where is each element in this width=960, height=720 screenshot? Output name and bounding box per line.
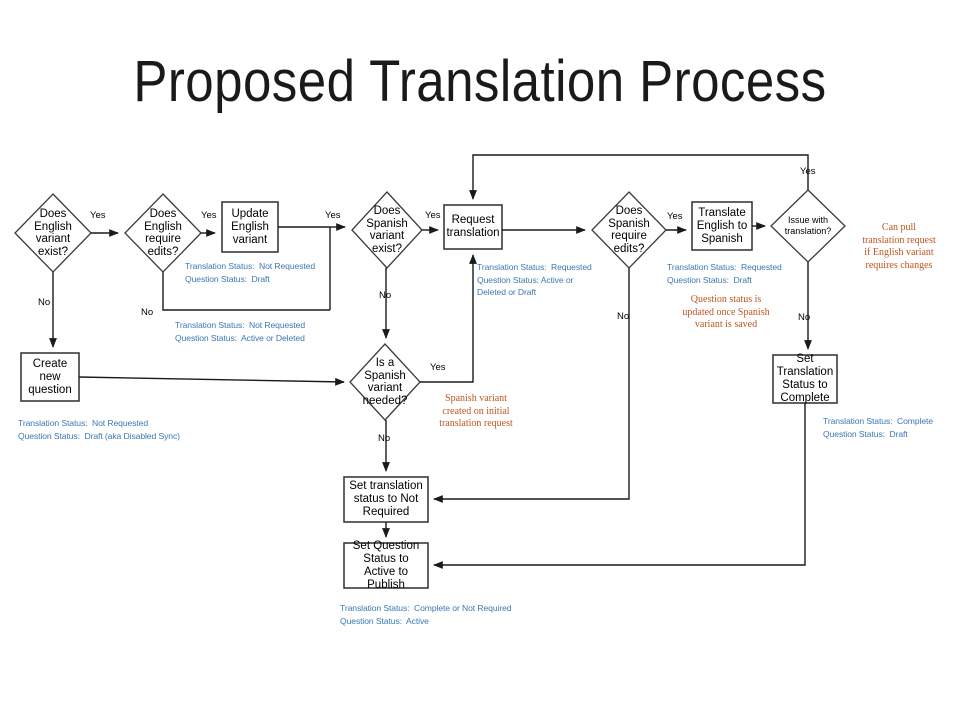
- edge-label-no-english-edits: No: [141, 307, 154, 318]
- node-does-spanish-require-edits[interactable]: [591, 191, 667, 269]
- node-set-translation-status-to-complete[interactable]: [772, 354, 838, 404]
- annotation-ann-english-no-edits: Translation Status: Not Requested Questi…: [175, 320, 306, 343]
- edge-spanish-edits-no: [433, 268, 630, 503]
- node-translate-english-to-spanish[interactable]: [691, 201, 753, 251]
- annotation-ann-translate-english: Translation Status: Requested Question S…: [667, 262, 782, 285]
- node-is-a-spanish-variant-needed[interactable]: [349, 343, 421, 421]
- edge-label-yes-issue-translation: Yes: [800, 166, 816, 177]
- edge-spanish-needed-yes: [420, 254, 477, 383]
- node-shapes: [14, 189, 846, 589]
- edge-label-yes-spanish-edits: Yes: [667, 211, 683, 222]
- node-request-translation[interactable]: [443, 204, 503, 250]
- edge-label-yes-spanish-needed: Yes: [430, 362, 446, 373]
- edge-label-no-spanish-edits: No: [617, 311, 630, 322]
- edge-label-no-spanish-exist: No: [379, 290, 392, 301]
- annotation-ann-request-translation: Translation Status: Requested Question S…: [477, 262, 592, 297]
- annotation-ann-can-pull-translation: Can pull translation request if English …: [862, 222, 936, 271]
- edge-label-no-english-exist: No: [38, 297, 51, 308]
- edge-label-yes-english-edits: Yes: [201, 210, 217, 221]
- node-set-translation-status-to-not-required[interactable]: [343, 476, 429, 523]
- node-issue-with-translation[interactable]: [770, 189, 846, 263]
- edge-label-yes-english-exist: Yes: [90, 210, 106, 221]
- annotation-ann-set-complete: Translation Status: Complete Question St…: [823, 416, 933, 439]
- annotation-ann-spanish-variant-created: Spanish variant created on initial trans…: [439, 393, 513, 429]
- edge-create-question-out: [78, 376, 345, 386]
- node-update-english-variant[interactable]: [221, 201, 279, 253]
- annotation-ann-create-new-question: Translation Status: Not Requested Questi…: [18, 418, 180, 441]
- edge-label-no-spanish-needed: No: [378, 433, 391, 444]
- annotation-ann-publish: Translation Status: Complete or Not Requ…: [340, 603, 512, 626]
- edge-label-yes-update-english: Yes: [325, 210, 341, 221]
- edge-connectors: [49, 154, 812, 569]
- page-title: Proposed Translation Process: [133, 49, 827, 114]
- node-set-question-status-to-active-to-publish[interactable]: [343, 542, 429, 589]
- edge-issue-yes-loopback: [469, 154, 809, 200]
- annotation-ann-question-status-updated: Question status is updated once Spanish …: [682, 294, 770, 330]
- node-create-new-question[interactable]: [20, 352, 80, 402]
- edge-label-no-issue-translation: No: [798, 312, 811, 323]
- edge-label-yes-spanish-exist: Yes: [425, 210, 441, 221]
- node-does-spanish-variant-exist[interactable]: [351, 191, 423, 269]
- annotation-ann-update-english: Translation Status: Not Requested Questi…: [185, 261, 316, 284]
- edge-complete-to-publish: [433, 403, 806, 569]
- node-does-english-variant-exist[interactable]: [14, 193, 92, 273]
- edge-english-edits-no: [162, 272, 330, 311]
